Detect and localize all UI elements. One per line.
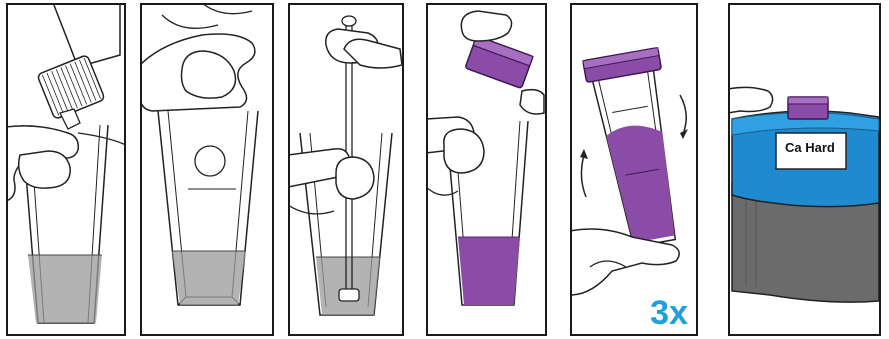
meter-display-text: Ca Hard	[785, 140, 835, 155]
step-6-panel: Ca Hard	[728, 3, 881, 336]
step-5-panel: 3x	[570, 3, 698, 336]
repeat-count-label: 3x	[650, 296, 688, 330]
step-6-illustration	[730, 5, 879, 334]
step-2-illustration	[142, 5, 272, 334]
step-3-panel	[288, 3, 404, 336]
step-1-panel	[6, 3, 126, 336]
step-5-illustration	[572, 5, 696, 334]
step-4-panel	[426, 3, 547, 336]
step-1-illustration	[8, 5, 124, 334]
step-3-illustration	[290, 5, 402, 334]
step-2-panel	[140, 3, 274, 336]
step-4-illustration	[428, 5, 545, 334]
